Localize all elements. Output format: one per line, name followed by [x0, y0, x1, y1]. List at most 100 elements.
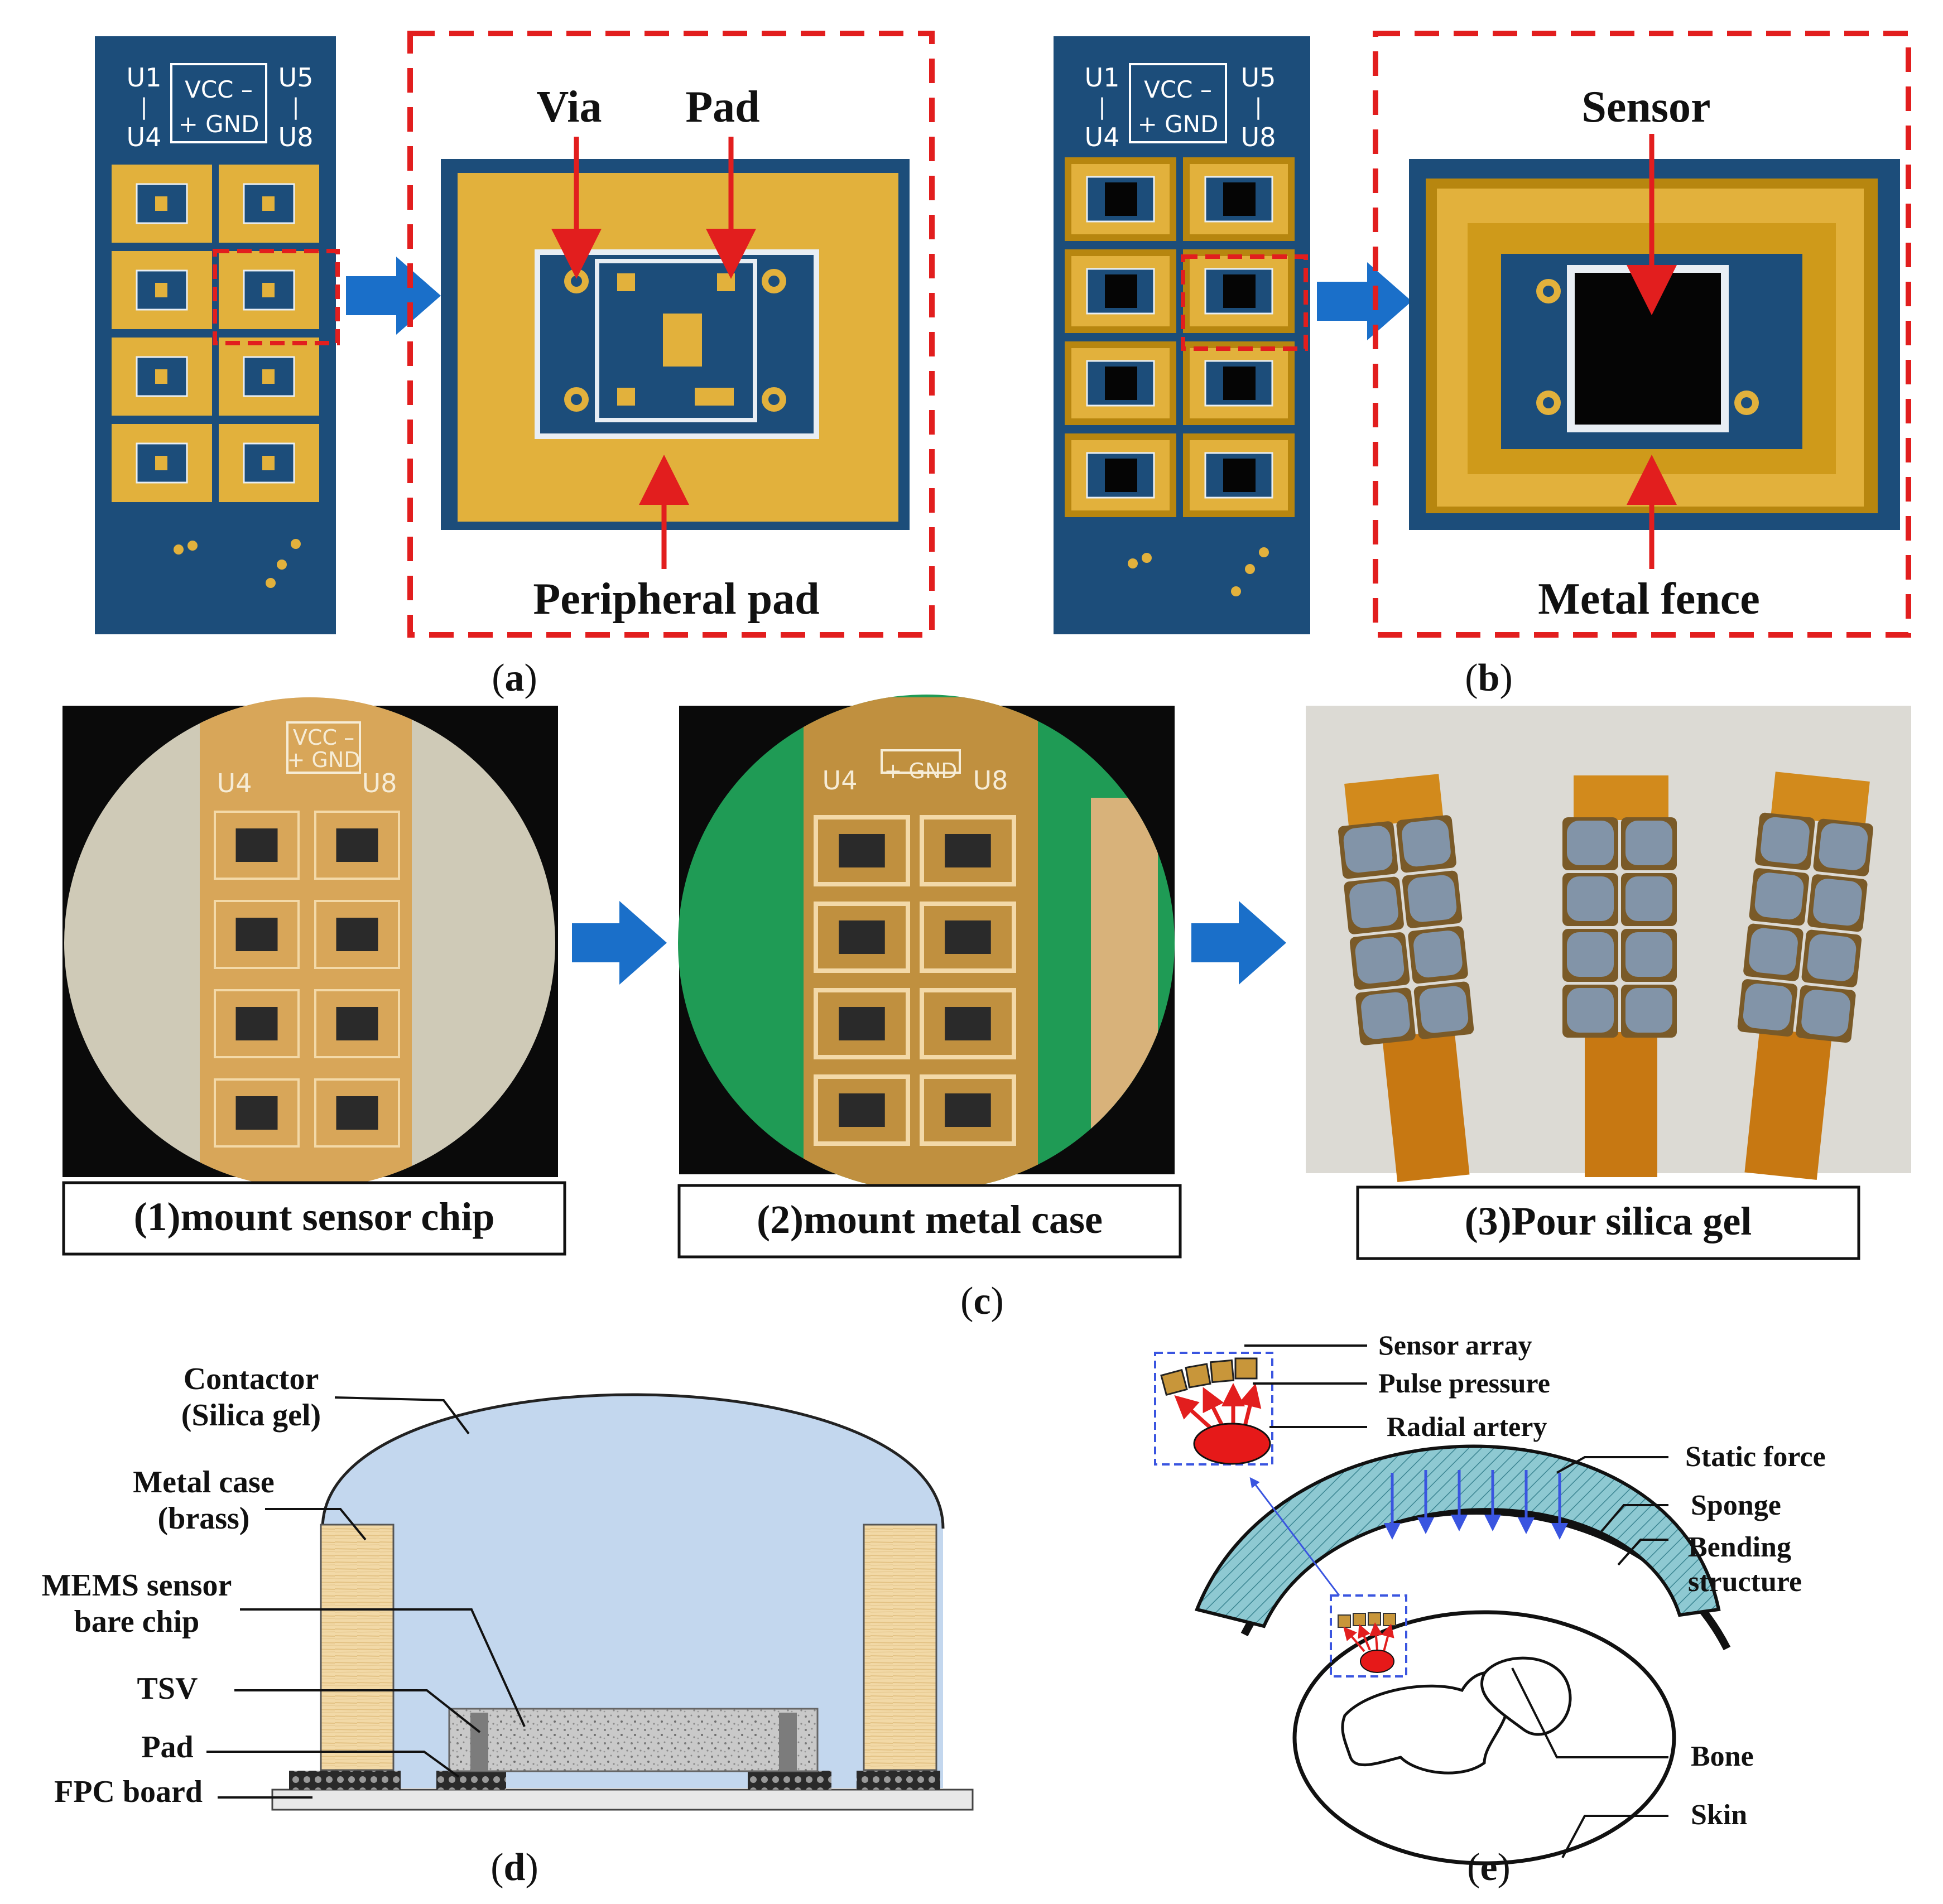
bending-label: Bending — [1688, 1531, 1791, 1563]
photo-pour-silica-gel — [1306, 706, 1911, 1182]
photo-sensor-cell — [214, 1078, 300, 1148]
small-pad — [617, 388, 635, 406]
u8-label: U8 — [973, 765, 1008, 796]
tsv-label: TSV — [137, 1671, 198, 1706]
encapsulated-strip — [1338, 774, 1474, 1182]
panel-c: VCC – + GND U4 U8 + GND U4 U8 — [62, 695, 1911, 1323]
step-2-box — [677, 1184, 1182, 1259]
step-3-box — [1356, 1185, 1860, 1260]
fenced-sensor — [1065, 341, 1176, 425]
zoom-arrow-a — [346, 257, 441, 335]
encapsulated-strip — [1737, 772, 1873, 1180]
photo-sensor-cell — [314, 811, 400, 880]
step-2-label: (2)mount metal case — [757, 1197, 1103, 1242]
u5-label: U5 — [1241, 62, 1276, 93]
metal-case-leader — [265, 1508, 367, 1541]
caption-c: (c) — [960, 1280, 1004, 1323]
mems-sublabel: bare chip — [74, 1604, 200, 1639]
sensor-array-small — [1338, 1612, 1396, 1628]
chip-footprint — [595, 259, 757, 422]
pad-chip-left — [436, 1771, 506, 1790]
small-pad — [695, 388, 734, 406]
step-1-label: (1)mount sensor chip — [134, 1194, 495, 1239]
u1-label: U1 — [1085, 62, 1120, 93]
panel-d: Contactor (Silica gel) Metal case (brass… — [42, 1362, 974, 1889]
u4-label: U4 — [1085, 122, 1120, 152]
sensor-pad — [112, 165, 212, 243]
pad-label: Pad — [685, 83, 759, 132]
sensor-pad — [219, 424, 319, 502]
bending-leader — [1617, 1539, 1668, 1566]
via-dot — [1231, 586, 1241, 596]
photo-sensor-cell — [920, 988, 1016, 1059]
contactor-sublabel: (Silica gel) — [181, 1398, 321, 1433]
selected-pad-callout-a — [213, 249, 340, 345]
svg-text:|: | — [1098, 94, 1105, 120]
silica-gel-contactor — [323, 1395, 943, 1788]
step-1-box — [62, 1181, 566, 1256]
u4-label: U4 — [823, 765, 858, 796]
photo-sensor-cell — [214, 811, 300, 880]
sensor-pad — [219, 165, 319, 243]
via-dot — [266, 578, 276, 588]
photo-sensor-cell — [920, 815, 1016, 886]
board-header-a: U1 | U4 VCC – + GND U5 | U8 — [127, 62, 314, 152]
static-force-label: Static force — [1685, 1441, 1826, 1473]
photo-sensor-cell — [920, 1074, 1016, 1146]
u8-label: U8 — [278, 122, 314, 152]
fpc-label: FPC board — [54, 1775, 203, 1809]
radial-artery-small — [1360, 1650, 1394, 1673]
sensor-pad — [112, 424, 212, 502]
step-arrow-2 — [1191, 901, 1286, 985]
photo-mount-sensor-chip: VCC – + GND U4 U8 — [62, 697, 558, 1188]
via-dot — [1128, 558, 1138, 568]
u8-label: U8 — [362, 768, 397, 798]
contactor-leader — [334, 1396, 470, 1435]
fenced-sensor — [1183, 341, 1295, 425]
metal-case-left — [320, 1524, 395, 1771]
sensor-pad — [219, 338, 319, 416]
fenced-sensor — [1183, 157, 1295, 241]
detail-callout-small — [1330, 1594, 1407, 1678]
via-label: Via — [536, 83, 602, 132]
pcb-board-b — [1054, 36, 1310, 634]
u5-label: U5 — [278, 62, 314, 93]
fenced-sensor — [1065, 249, 1176, 333]
pad-case-right — [857, 1771, 940, 1790]
svg-text:|: | — [140, 94, 147, 120]
sensor-chip — [1575, 273, 1721, 425]
photo-sensor-cell — [814, 1074, 910, 1146]
pulse-arrows-small — [1343, 1622, 1394, 1652]
svg-text:|: | — [1254, 94, 1262, 120]
fenced-sensor — [1065, 433, 1176, 517]
photo-sensor-cell — [214, 900, 300, 969]
caption-b: (b) — [1465, 657, 1513, 700]
static-force-leader — [1556, 1456, 1668, 1474]
via-dot — [277, 560, 287, 570]
panel-e: Sensor array Pulse pressure Radial arter… — [1154, 1329, 1826, 1889]
metal-case-right — [863, 1524, 937, 1771]
photo-sensor-cell — [214, 989, 300, 1058]
gnd-label: + GND — [1138, 110, 1219, 138]
svg-text:|: | — [292, 94, 299, 120]
step-arrow-1 — [572, 901, 667, 985]
sensor-array-inset — [1160, 1357, 1258, 1396]
radial-artery-inset — [1193, 1423, 1271, 1465]
sensor-label: Sensor — [1581, 83, 1710, 132]
zoom-frame-a — [407, 31, 935, 638]
tsv-left — [470, 1713, 488, 1771]
vias-b — [1536, 279, 1759, 415]
metal-fence-label: Metal fence — [1538, 575, 1760, 624]
skin-label: Skin — [1691, 1799, 1747, 1831]
zoom-arrow-b — [1317, 262, 1412, 340]
board-header-b: U1 | U4 VCC – + GND U5 | U8 — [1085, 62, 1276, 152]
via-dot — [1245, 564, 1255, 574]
skin-leader — [1561, 1815, 1668, 1858]
zoom-frame-b — [1373, 31, 1911, 638]
photo-mount-metal-case: + GND U4 U8 — [678, 695, 1175, 1191]
sponge-leader — [1600, 1504, 1668, 1532]
pad-case-left — [289, 1771, 401, 1790]
sensor-pad — [112, 251, 212, 329]
via-dot — [291, 539, 301, 549]
static-force-arrows — [1384, 1470, 1568, 1540]
